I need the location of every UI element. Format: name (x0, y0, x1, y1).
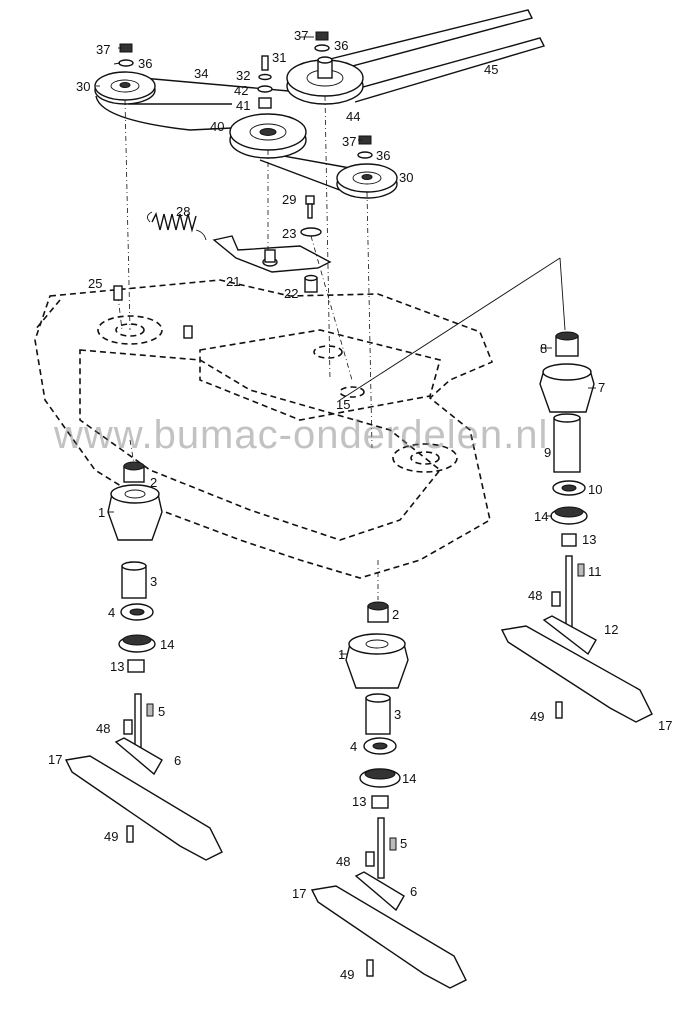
callout-labels: 37 36 30 34 31 32 42 41 37 36 45 40 44 3… (48, 28, 672, 982)
callout-3: 3 (394, 707, 401, 722)
callout-13: 13 (352, 794, 366, 809)
pulley-left-30 (94, 71, 156, 105)
callout-3: 3 (150, 574, 157, 589)
callout-1: 1 (338, 647, 345, 662)
callout-48: 48 (528, 588, 542, 603)
tension-arm-21 (212, 235, 332, 273)
callout-21: 21 (226, 274, 240, 289)
callout-37: 37 (342, 134, 356, 149)
callout-41: 41 (236, 98, 250, 113)
callout-37: 37 (96, 42, 110, 57)
callout-17: 17 (48, 752, 62, 767)
callout-6: 6 (410, 884, 417, 899)
callout-5: 5 (158, 704, 165, 719)
callout-14: 14 (534, 509, 548, 524)
callout-17: 17 (658, 718, 672, 733)
callout-4: 4 (108, 605, 115, 620)
callout-49: 49 (340, 967, 354, 982)
pulley-top-44 (286, 56, 364, 105)
callout-36: 36 (376, 148, 390, 163)
spring-28 (147, 211, 207, 241)
callout-5: 5 (400, 836, 407, 851)
callout-28: 28 (176, 204, 190, 219)
callout-30: 30 (76, 79, 90, 94)
callout-23: 23 (282, 226, 296, 241)
spindle-assembly-right (500, 331, 653, 723)
callout-14: 14 (160, 637, 174, 652)
spindle-assembly-left (64, 461, 223, 861)
callout-7: 7 (598, 380, 605, 395)
callout-30: 30 (399, 170, 413, 185)
callout-13: 13 (582, 532, 596, 547)
bolt-29-washer-23-bush-22 (300, 195, 322, 293)
mower-deck (34, 279, 494, 579)
callout-44: 44 (346, 109, 360, 124)
callout-49: 49 (530, 709, 544, 724)
callout-11: 11 (588, 564, 602, 579)
callout-9: 9 (544, 445, 551, 460)
callout-6: 6 (174, 753, 181, 768)
callout-37: 37 (294, 28, 308, 43)
callout-2: 2 (392, 607, 399, 622)
callout-32: 32 (236, 68, 250, 83)
callout-34: 34 (194, 66, 208, 81)
callout-10: 10 (588, 482, 602, 497)
callout-12: 12 (604, 622, 618, 637)
callout-48: 48 (336, 854, 350, 869)
callout-48: 48 (96, 721, 110, 736)
callout-42: 42 (234, 83, 248, 98)
leader-lines (96, 36, 596, 655)
callout-4: 4 (350, 739, 357, 754)
callout-22: 22 (284, 286, 298, 301)
callout-17: 17 (292, 886, 306, 901)
callout-45: 45 (484, 62, 498, 77)
nuts-washers-top (118, 31, 373, 159)
callout-25: 25 (88, 276, 102, 291)
callout-29: 29 (282, 192, 296, 207)
callout-15: 15 (336, 397, 350, 412)
callout-1: 1 (98, 505, 105, 520)
callout-40: 40 (210, 119, 224, 134)
callout-36: 36 (138, 56, 152, 71)
callout-13: 13 (110, 659, 124, 674)
watermark-text: www.bumac-onderdelen.nl (53, 413, 548, 457)
callout-49: 49 (104, 829, 118, 844)
pulley-right-30 (336, 163, 398, 199)
callout-2: 2 (150, 475, 157, 490)
spindle-assembly-center (310, 601, 467, 989)
callout-36: 36 (334, 38, 348, 53)
callout-31: 31 (272, 50, 286, 65)
callout-14: 14 (402, 771, 416, 786)
callout-8: 8 (540, 341, 547, 356)
